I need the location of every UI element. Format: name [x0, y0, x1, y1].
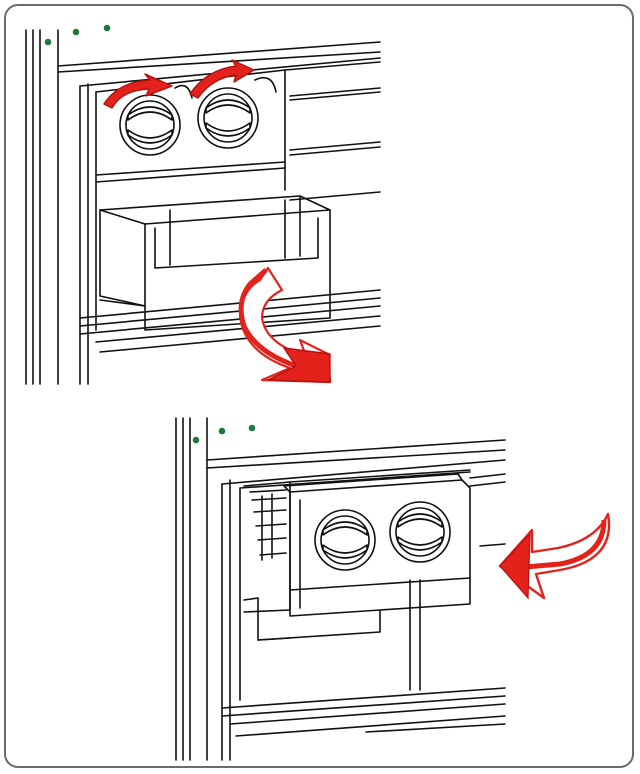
bottom-cabinet-wall	[175, 417, 506, 761]
bottom-compartment	[221, 459, 506, 761]
screw-icon	[103, 24, 111, 32]
screw-icon	[248, 424, 256, 432]
top-knob-left	[119, 94, 181, 156]
rotate-arrow-right-icon	[189, 59, 255, 99]
top-cabinet-wall	[25, 29, 381, 385]
screw-icon	[72, 28, 80, 36]
bottom-knob-left	[314, 509, 376, 571]
screw-icon	[44, 38, 52, 46]
screw-icon	[192, 436, 200, 444]
bottom-knob-right	[389, 501, 451, 563]
bottom-front-cover	[283, 473, 471, 617]
top-knob-right	[197, 87, 259, 149]
top-rotation-hint	[174, 84, 193, 99]
top-ice-bucket	[99, 195, 331, 331]
top-compartment	[79, 57, 381, 385]
bottom-step-illustration	[175, 417, 506, 761]
rotate-arrow-left-icon	[103, 73, 173, 109]
top-arrows	[103, 59, 332, 384]
top-rotation-hint	[254, 76, 277, 93]
bottom-screws	[192, 424, 256, 444]
screw-icon	[218, 427, 226, 435]
instruction-frame	[4, 4, 634, 768]
top-screws	[44, 24, 111, 46]
bottom-arrows	[498, 512, 611, 600]
bottom-ice-tray	[243, 469, 471, 641]
